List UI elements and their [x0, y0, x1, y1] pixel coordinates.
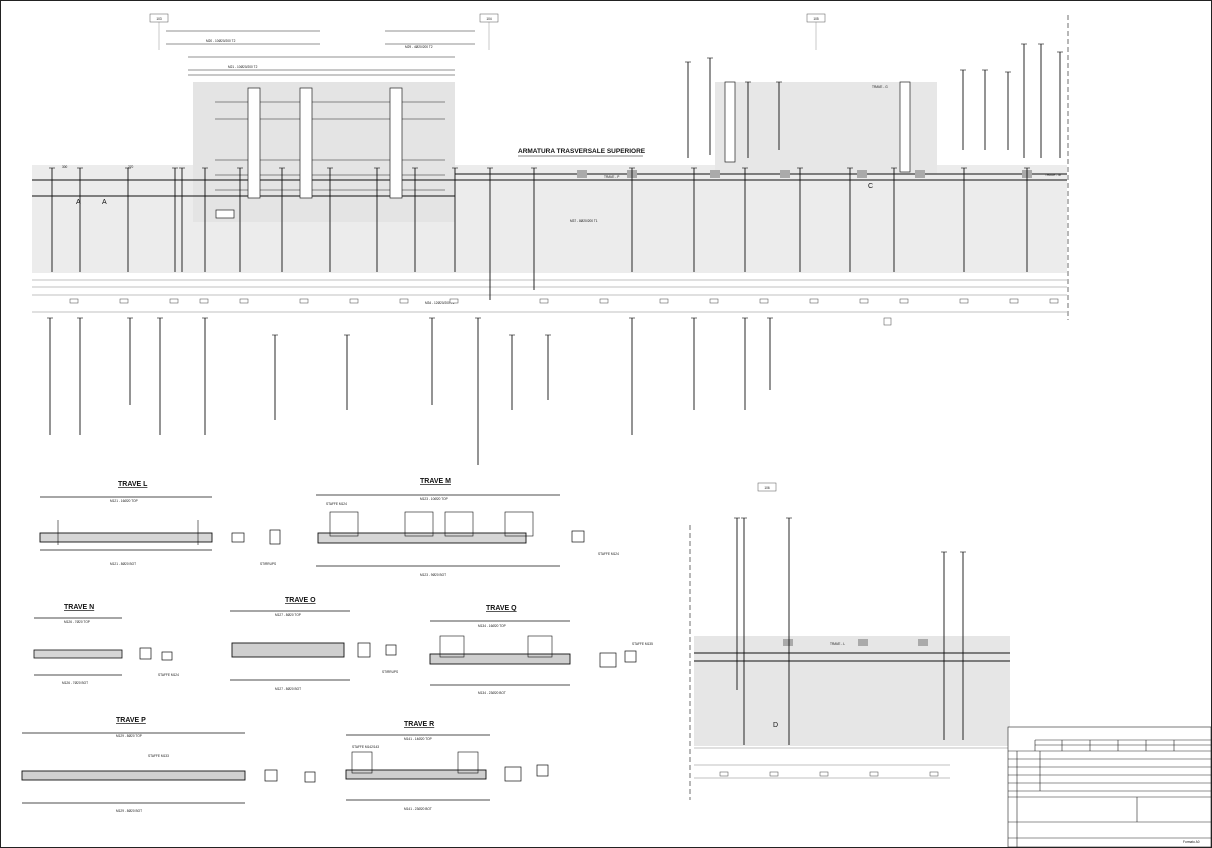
detail-title-trave-r: TRAVE R [404, 721, 434, 728]
detail-stirrups-trave-p: STAFFE M133 [148, 754, 169, 758]
detail-top-bar-trave-q: M134 - 16Ø20 TOP [478, 624, 506, 628]
detail-bottom-bar-trave-p: M129 - 8Ø20 BOT [116, 809, 142, 813]
detail-title-trave-q: TRAVE Q [486, 605, 517, 612]
vertical-rebar-group [47, 43, 1063, 745]
bar-label-m37: M37 - 8Ø20/200 T1 [570, 219, 598, 223]
upper-bar-lines [166, 30, 475, 191]
detail-title-trave-n: TRAVE N [64, 604, 94, 611]
main-label: ARMATURA TRASVERSALE SUPERIORE [518, 148, 646, 155]
detail-top-bar-trave-r: M141 - 14Ø20 TOP [404, 737, 432, 741]
detail-title-trave-l: TRAVE L [118, 481, 148, 488]
detail-bottom-bar-trave-l: M121 - 8Ø20 BOT [110, 562, 136, 566]
detail-trave-l: TRAVE L M121 - 16Ø20 TOP M121 - 8Ø20 BOT… [39, 481, 281, 566]
detail-title-trave-p: TRAVE P [116, 717, 146, 724]
slab-shade-upper [193, 82, 455, 222]
detail-trave-o: TRAVE O M127 - 8Ø20 TOP M127 - 8Ø20 BOT … [230, 597, 398, 691]
bar-label-staffe: STAFFE M124 [326, 502, 347, 506]
grid-label-105: 105 [813, 17, 819, 21]
grid-bubble-105: 105 [806, 13, 826, 50]
detail-trave-q: TRAVE Q M134 - 16Ø20 TOP M134 - 23Ø20 BO… [429, 605, 653, 695]
bar-label-270: 270 [128, 165, 134, 169]
detail-stirrups-trave-r: STAFFE M142/143 [352, 745, 379, 749]
main-beam-lines [32, 173, 1067, 662]
slab-shade-main [32, 165, 1067, 273]
detail-bottom-bar-trave-r: M141 - 23Ø20 BOT [404, 807, 432, 811]
detail-top-bar-trave-m: M123 - 10Ø20 TOP [420, 497, 448, 501]
pile-cap-row [69, 298, 1059, 777]
bar-label-m34: M34 - 12Ø20/200 T1 [425, 301, 455, 305]
grid-bubble-103: 103 [149, 13, 169, 50]
detail-title-trave-m: TRAVE M [420, 478, 451, 485]
title-block-format: Formato A0 [1183, 840, 1200, 844]
section-tag-d: D [773, 722, 778, 729]
bar-label-m29: M29 - 4Ø20/200 T2 [405, 45, 433, 49]
detail-trave-p: TRAVE P M129 - 8Ø20 TOP M129 - 8Ø20 BOT … [21, 717, 316, 813]
detail-top-bar-trave-p: M129 - 8Ø20 TOP [116, 734, 142, 738]
beam-tag-p: TRAVE - P [604, 175, 619, 179]
beam-tag-m: TRAVE - M [1045, 173, 1061, 177]
title-block [1007, 726, 1212, 848]
detail-trave-r: TRAVE R M141 - 14Ø20 TOP M141 - 23Ø20 BO… [345, 721, 549, 811]
detail-bottom-bar-trave-n: M126 - 7Ø20 BOT [62, 681, 88, 685]
bar-label-m20: M20 - 10Ø20/200 T2 [206, 39, 236, 43]
section-tag-a2: A [102, 199, 107, 206]
section-tag-a1: A [76, 199, 81, 206]
bar-label-m21: M21 - 10Ø20/200 T2 [228, 65, 258, 69]
grid-bubble-106: 106 [757, 482, 777, 492]
beam-tag-l: TRAVE - L [830, 642, 845, 646]
detail-bottom-bar-trave-q: M134 - 23Ø20 BOT [478, 691, 506, 695]
section-tag-c: C [868, 183, 873, 190]
detail-stirrups-trave-o: STIRRUPS [382, 670, 398, 674]
beam-tag-g: TRAVE - G [872, 85, 888, 89]
bar-label-300: 300 [62, 165, 68, 169]
bottom-service-lines [32, 279, 1067, 779]
detail-top-bar-trave-n: M126 - 7Ø20 TOP [64, 620, 90, 624]
grid-bubble-104: 104 [479, 13, 499, 50]
detail-stirrups-trave-m: STAFFE M124 [598, 552, 619, 556]
detail-top-bar-trave-o: M127 - 8Ø20 TOP [275, 613, 301, 617]
detail-stirrups-trave-n: STAFFE M124 [158, 673, 179, 677]
slab-shade-lower-right [694, 636, 1010, 746]
detail-top-bar-trave-l: M121 - 16Ø20 TOP [110, 499, 138, 503]
detail-bottom-bar-trave-o: M127 - 8Ø20 BOT [275, 687, 301, 691]
grid-label-106: 106 [764, 486, 770, 490]
detail-bottom-bar-trave-m: M123 - 9Ø20 BOT [420, 573, 446, 577]
detail-trave-n: TRAVE N M126 - 7Ø20 TOP M126 - 7Ø20 BOT … [33, 604, 179, 685]
detail-trave-m: TRAVE M M123 - 10Ø20 TOP M123 - 9Ø20 BOT… [316, 478, 619, 577]
detail-stirrups-trave-l: STIRRUPS [260, 562, 276, 566]
grid-label-104: 104 [486, 17, 492, 21]
grid-label-103: 103 [156, 17, 162, 21]
detail-stirrups-trave-q: STAFFE M135 [632, 642, 653, 646]
upper-plan-columns [215, 81, 911, 219]
detail-title-trave-o: TRAVE O [285, 597, 316, 604]
